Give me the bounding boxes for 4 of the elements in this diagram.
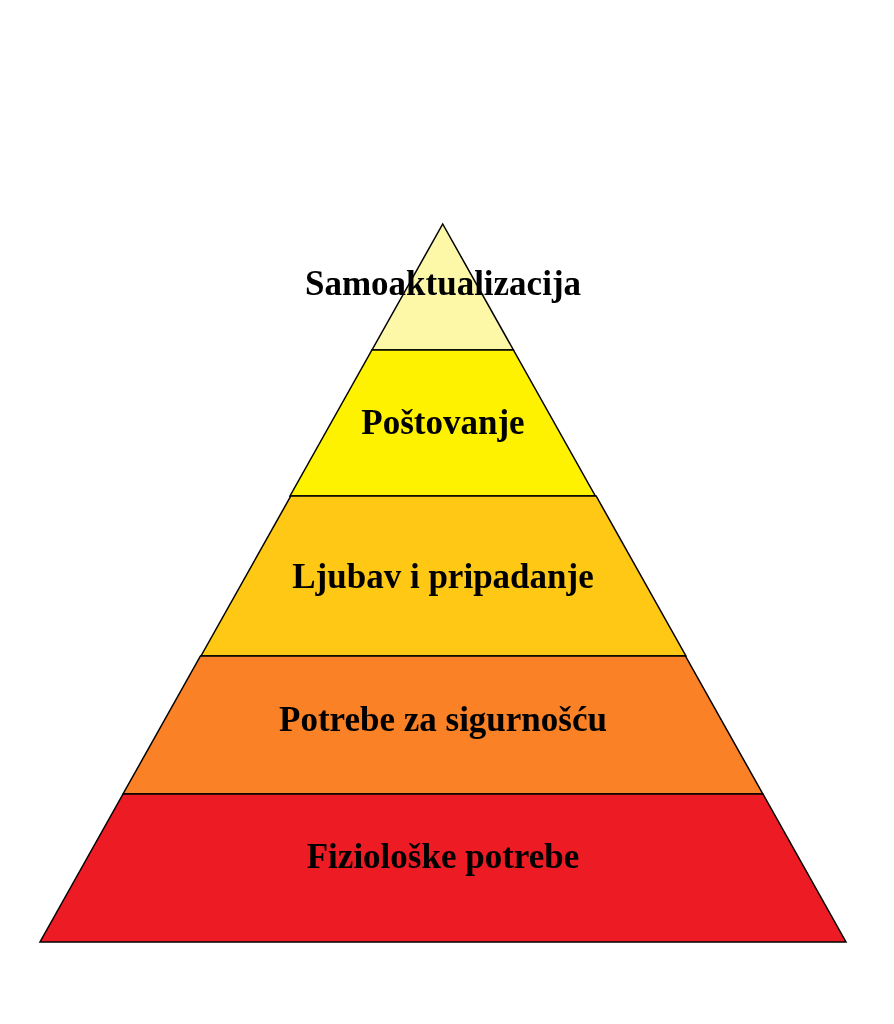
tier-label: Poštovanje xyxy=(361,403,525,443)
tier-label: Fiziološke potrebe xyxy=(306,837,580,877)
tier-label: Ljubav i pripadanje xyxy=(292,557,594,597)
tier-label: Potrebe za sigurnošću xyxy=(279,700,607,740)
